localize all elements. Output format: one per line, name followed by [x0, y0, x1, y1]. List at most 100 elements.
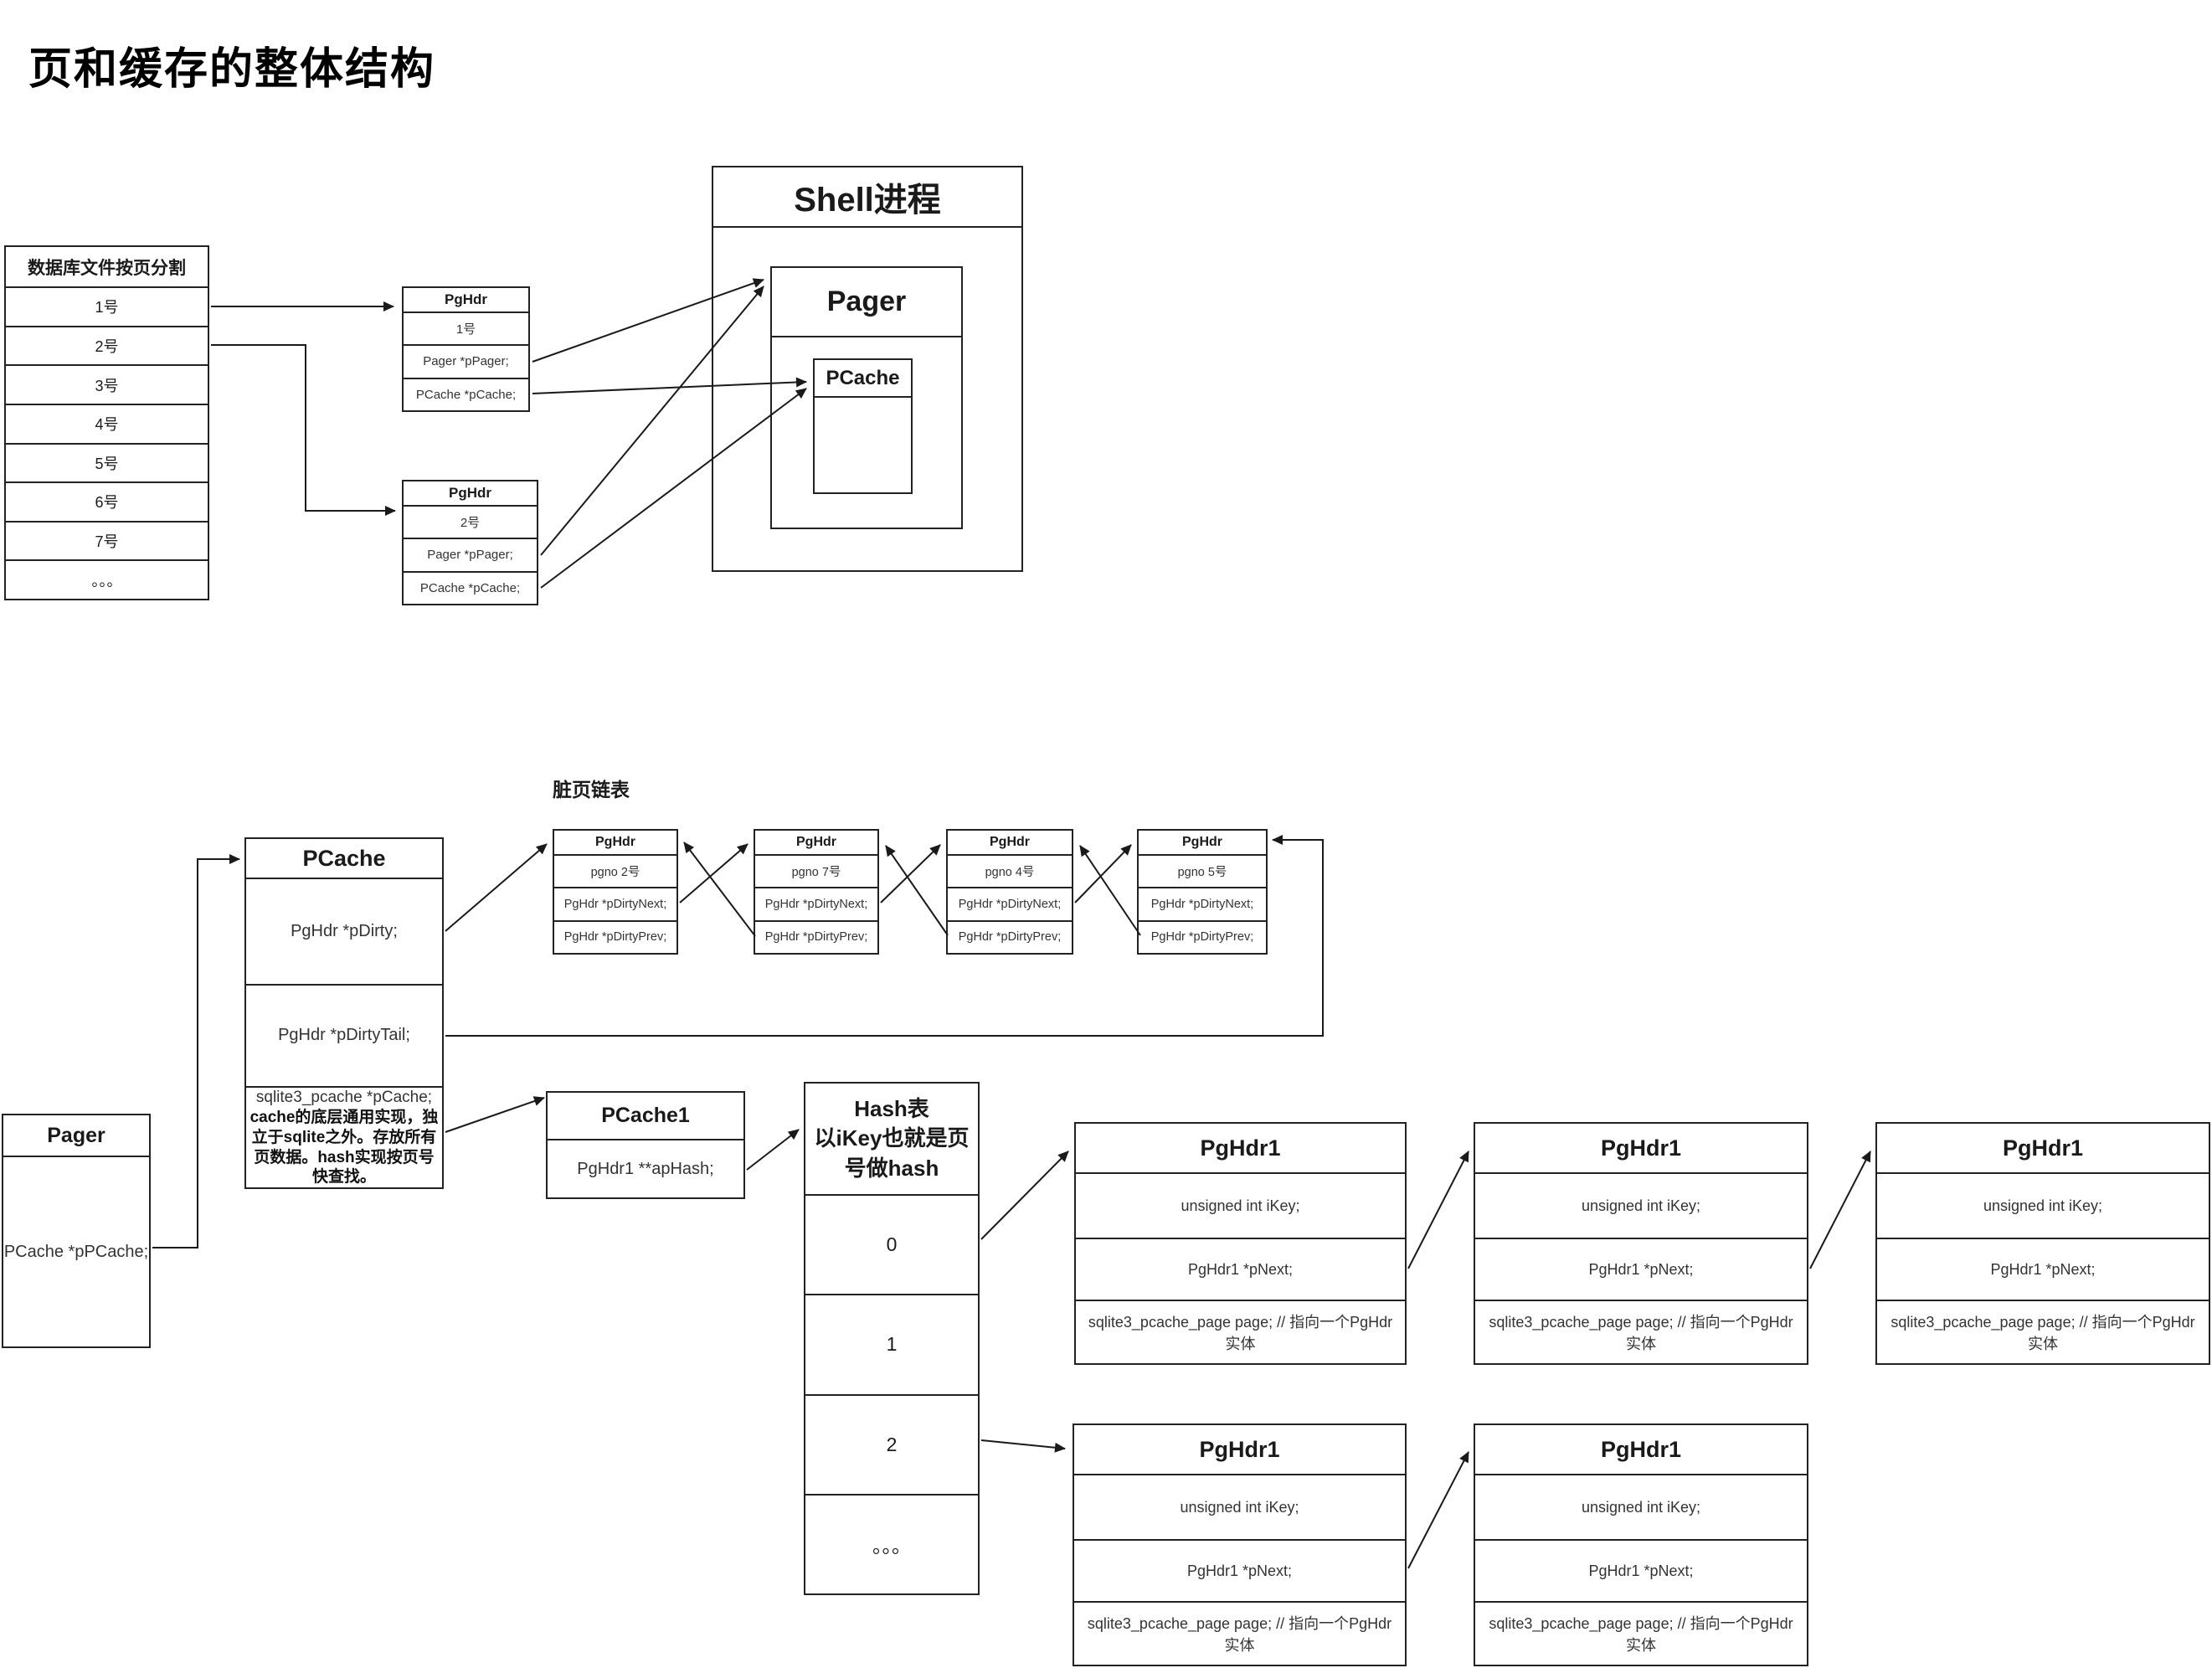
pcache1-aphash: PgHdr1 **apHash; [548, 1139, 743, 1197]
connector-node1-next-to-node2 [679, 843, 748, 904]
db-page-row-2: 2号 [6, 325, 208, 365]
dirty-node-4-prev: PgHdr *pDirtyPrev; [1139, 919, 1266, 953]
pghdr-box-page1-ppager: Pager *pPager; [404, 344, 528, 377]
pager-bottom-ppcache: PCache *pPCache; [3, 1156, 149, 1346]
dirty-node-3-pgno: pgno 4号 [948, 854, 1072, 887]
pghdr-box-page2-pgno: 2号 [404, 505, 537, 538]
pghdr1-box-a3-page: sqlite3_pcache_page page; // 指向一个PgHdr实体 [1877, 1300, 2209, 1363]
dirty-node-4: PgHdr pgno 5号 PgHdr *pDirtyNext; PgHdr *… [1137, 829, 1268, 955]
dirty-node-2: PgHdr pgno 7号 PgHdr *pDirtyNext; PgHdr *… [754, 829, 879, 955]
hash-table-box: Hash表 以iKey也就是页号做hash 0 1 2 。。。 [804, 1082, 980, 1595]
pghdr-box-page2-ppager: Pager *pPager; [404, 538, 537, 570]
pghdr1-box-a2: PgHdr1 unsigned int iKey; PgHdr1 *pNext;… [1474, 1122, 1808, 1365]
dirty-node-2-pgno: pgno 7号 [755, 854, 877, 887]
dirty-node-3-title: PgHdr [990, 835, 1030, 849]
connector-pdirty-to-node1 [445, 843, 548, 932]
dirty-node-1-next: PgHdr *pDirtyNext; [554, 887, 676, 919]
pcache-main-title: PCache [302, 845, 386, 871]
dirty-node-4-next: PgHdr *pDirtyNext; [1139, 887, 1266, 919]
dirty-node-4-title: PgHdr [1182, 835, 1222, 849]
hash-slot-2: 2 [805, 1393, 978, 1494]
pcache-main-pcache-field: sqlite3_pcache *pCache; [255, 1089, 433, 1107]
pghdr1-box-b1-ikey: unsigned int iKey; [1074, 1474, 1405, 1539]
dirty-node-1: PgHdr pgno 2号 PgHdr *pDirtyNext; PgHdr *… [553, 829, 678, 955]
connector-pcache-to-pcache1 [445, 1096, 545, 1133]
connector-page2-to-pghdr [211, 344, 396, 516]
pghdr1-box-a1-page: sqlite3_pcache_page page; // 指向一个PgHdr实体 [1076, 1300, 1405, 1363]
pghdr1-box-b1-pnext: PgHdr1 *pNext; [1074, 1539, 1405, 1601]
db-page-row-3: 3号 [6, 364, 208, 404]
dirty-node-1-title: PgHdr [595, 835, 635, 849]
pghdr-box-page2: PgHdr 2号 Pager *pPager; PCache *pCache; [402, 480, 538, 605]
pghdr1-box-b1-title: PgHdr1 [1199, 1436, 1280, 1462]
pghdr1-box-b2-title: PgHdr1 [1600, 1436, 1682, 1462]
connector-node3-next-to-node4 [1074, 844, 1132, 904]
pghdr-box-page1: PgHdr 1号 Pager *pPager; PCache *pCache; [402, 286, 530, 412]
connector-node3-prev-to-node2 [885, 845, 949, 936]
pcache1-title: PCache1 [601, 1104, 690, 1127]
pghdr1-box-b2-pnext: PgHdr1 *pNext; [1475, 1539, 1807, 1601]
dirty-node-1-prev: PgHdr *pDirtyPrev; [554, 919, 676, 953]
pghdr1-box-b2-page: sqlite3_pcache_page page; // 指向一个PgHdr实体 [1475, 1601, 1807, 1665]
shell-process-title: Shell进程 [794, 182, 941, 219]
shell-process-body [713, 226, 1021, 570]
hash-table-title-line1: Hash表 [854, 1096, 929, 1122]
pghdr1-box-b2-ikey: unsigned int iKey; [1475, 1474, 1807, 1539]
db-page-row-4: 4号 [6, 403, 208, 443]
db-page-row-ellipsis: 。。。 [6, 559, 208, 599]
pager-bottom-title: Pager [47, 1123, 105, 1147]
hash-slot-ellipsis: 。。。 [805, 1493, 978, 1593]
pghdr1-box-a1: PgHdr1 unsigned int iKey; PgHdr1 *pNext;… [1074, 1122, 1407, 1365]
pghdr1-box-a3-title: PgHdr1 [2002, 1135, 2084, 1161]
connector-aphash-to-hashtable [746, 1129, 800, 1171]
shell-pager-body [772, 336, 961, 528]
dirty-node-3: PgHdr pgno 4号 PgHdr *pDirtyNext; PgHdr *… [946, 829, 1073, 955]
pghdr1-box-a3: PgHdr1 unsigned int iKey; PgHdr1 *pNext;… [1875, 1122, 2210, 1365]
db-page-row-7: 7号 [6, 520, 208, 560]
page-title: 页和缓存的整体结构 [28, 45, 436, 94]
pager-bottom-box: Pager PCache *pPCache; [2, 1114, 151, 1348]
connector-pnext-a1-to-a2 [1407, 1151, 1469, 1269]
hash-table-title-line2: 以iKey也就是页号做hash [814, 1125, 970, 1181]
connector-pnext-b1-to-b2 [1407, 1451, 1469, 1569]
connector-hash0-to-pghdr1-a1 [980, 1151, 1069, 1240]
hash-table-title: Hash表 以iKey也就是页号做hash [805, 1084, 978, 1194]
db-page-row-5: 5号 [6, 442, 208, 482]
pghdr1-box-a1-pnext: PgHdr1 *pNext; [1076, 1238, 1405, 1300]
pghdr1-box-a2-title: PgHdr1 [1600, 1135, 1682, 1161]
pghdr-box-page1-pgno: 1号 [404, 311, 528, 344]
pghdr-box-page1-pcache: PCache *pCache; [404, 377, 528, 410]
connector-node4-prev-to-node3 [1079, 845, 1141, 936]
connector-hash2-to-pghdr1-b1 [980, 1439, 1066, 1453]
pghdr-box-page2-pcache: PCache *pCache; [404, 570, 537, 604]
dirty-node-1-pgno: pgno 2号 [554, 854, 676, 887]
pghdr1-box-a1-title: PgHdr1 [1200, 1135, 1281, 1161]
dirty-node-3-next: PgHdr *pDirtyNext; [948, 887, 1072, 919]
pghdr-box-page2-title: PgHdr [449, 485, 491, 501]
pcache1-box: PCache1 PgHdr1 **apHash; [546, 1091, 745, 1199]
pghdr1-box-a1-ikey: unsigned int iKey; [1076, 1172, 1405, 1238]
dirty-node-3-prev: PgHdr *pDirtyPrev; [948, 919, 1072, 953]
db-file-table-header: 数据库文件按页分割 [28, 258, 186, 278]
connector-pnext-a2-to-a3 [1809, 1151, 1871, 1269]
db-file-table: 数据库文件按页分割 1号 2号 3号 4号 5号 6号 7号 。。。 [4, 245, 209, 600]
shell-pager-title: Pager [826, 286, 907, 317]
hash-slot-1: 1 [805, 1294, 978, 1393]
pghdr1-box-b2: PgHdr1 unsigned int iKey; PgHdr1 *pNext;… [1474, 1423, 1808, 1666]
pghdr1-box-b1-page: sqlite3_pcache_page page; // 指向一个PgHdr实体 [1074, 1601, 1405, 1665]
pcache-main-box: PCache PgHdr *pDirty; PgHdr *pDirtyTail;… [244, 837, 444, 1189]
db-page-row-1: 1号 [6, 286, 208, 326]
db-page-row-6: 6号 [6, 481, 208, 521]
pcache-main-pdirtytail: PgHdr *pDirtyTail; [246, 983, 442, 1087]
connector-node2-prev-to-node1 [683, 842, 756, 937]
pghdr1-box-a2-ikey: unsigned int iKey; [1475, 1172, 1807, 1238]
shell-pcache-body [815, 396, 911, 492]
dirty-node-2-next: PgHdr *pDirtyNext; [755, 887, 877, 919]
dirty-node-2-title: PgHdr [796, 835, 836, 849]
pghdr1-box-a2-page: sqlite3_pcache_page page; // 指向一个PgHdr实体 [1475, 1300, 1807, 1363]
connector-pager-ppcache-to-pcache-main [152, 854, 240, 1248]
shell-pcache-box: PCache [813, 358, 913, 494]
pcache-main-pdirty: PgHdr *pDirty; [246, 878, 442, 984]
